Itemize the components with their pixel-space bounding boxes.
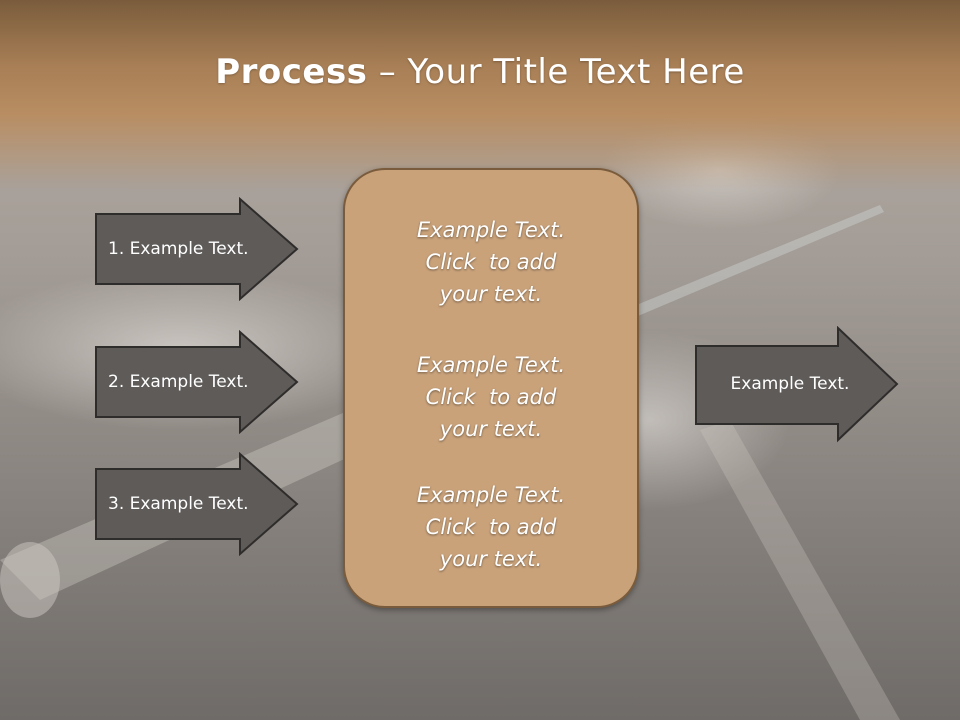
step-label: 2. Example Text. <box>108 372 249 392</box>
center-text-line: your text. <box>439 547 543 571</box>
arrow-right-icon <box>95 197 299 301</box>
title-bold: Process <box>215 52 368 92</box>
center-text-line: your text. <box>439 282 543 306</box>
center-text-line: Example Text. <box>416 353 566 377</box>
header-band <box>0 0 960 190</box>
center-text-line: Example Text. <box>416 483 566 507</box>
step-label: 1. Example Text. <box>108 239 249 259</box>
page-title: Process – Your Title Text Here <box>0 52 960 92</box>
arrow-right-icon <box>95 330 299 434</box>
arrow-right-icon <box>695 326 899 443</box>
center-text-line: Example Text. <box>416 218 566 242</box>
step-arrow-3[interactable]: 3. Example Text. <box>95 452 300 556</box>
center-process-box[interactable]: Example Text. Click to add your text. Ex… <box>343 168 639 608</box>
center-text-block-2[interactable]: Example Text. Click to add your text. <box>345 349 637 445</box>
center-text-line: Click to add <box>425 250 557 274</box>
step-arrow-1[interactable]: 1. Example Text. <box>95 197 300 301</box>
step-label: 3. Example Text. <box>108 494 249 514</box>
center-text-line: Click to add <box>425 385 557 409</box>
arrow-right-icon <box>95 452 299 556</box>
center-text-block-3[interactable]: Example Text. Click to add your text. <box>345 479 637 575</box>
title-rest: – Your Title Text Here <box>367 52 745 92</box>
output-label: Example Text. <box>730 374 850 394</box>
output-arrow[interactable]: Example Text. <box>695 326 900 444</box>
center-text-block-1[interactable]: Example Text. Click to add your text. <box>345 214 637 310</box>
center-text-line: Click to add <box>425 515 557 539</box>
step-arrow-2[interactable]: 2. Example Text. <box>95 330 300 434</box>
center-text-line: your text. <box>439 417 543 441</box>
